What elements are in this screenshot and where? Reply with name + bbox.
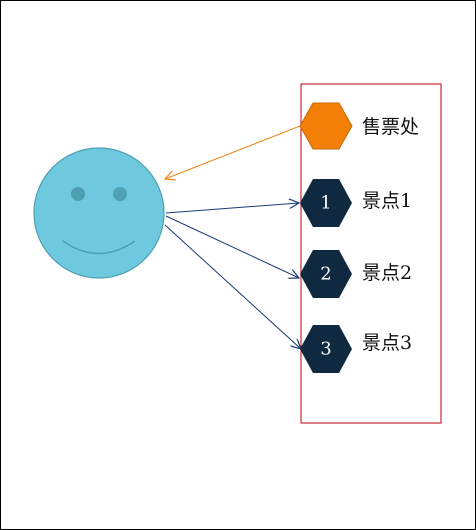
arrow-ticket-to-person: [165, 125, 301, 179]
spot-2-node: 2 景点2: [300, 250, 412, 298]
spot-3-number: 3: [320, 339, 331, 360]
ticket-office-label: 售票处: [362, 116, 419, 138]
spot-3-label: 景点3: [362, 332, 412, 354]
spot-2-label: 景点2: [362, 262, 412, 284]
destinations-frame: [300, 83, 442, 424]
spot-3-node: 3 景点3: [300, 325, 412, 373]
arrow-person-to-spot-1: [165, 203, 299, 214]
spot-1-hexagon-icon: [300, 179, 352, 227]
ticket-office-hexagon-icon: [299, 102, 353, 150]
spot-1-label: 景点1: [362, 190, 412, 212]
left-eye: [71, 187, 85, 201]
arrow-person-to-spot-2: [165, 215, 299, 278]
spot-2-number: 2: [320, 264, 331, 285]
spot-2-hexagon-icon: [300, 250, 352, 298]
spot-1-node: 1 景点1: [300, 179, 412, 227]
smiley-face-icon: [33, 147, 165, 279]
arrow-person-to-spot-3: [164, 224, 301, 349]
right-eye: [113, 187, 127, 201]
smile-mouth: [62, 240, 136, 255]
spot-3-hexagon-icon: [300, 325, 352, 373]
face-circle: [33, 147, 165, 279]
spot-1-number: 1: [320, 193, 331, 214]
ticket-office-node: 售票处: [299, 102, 419, 150]
